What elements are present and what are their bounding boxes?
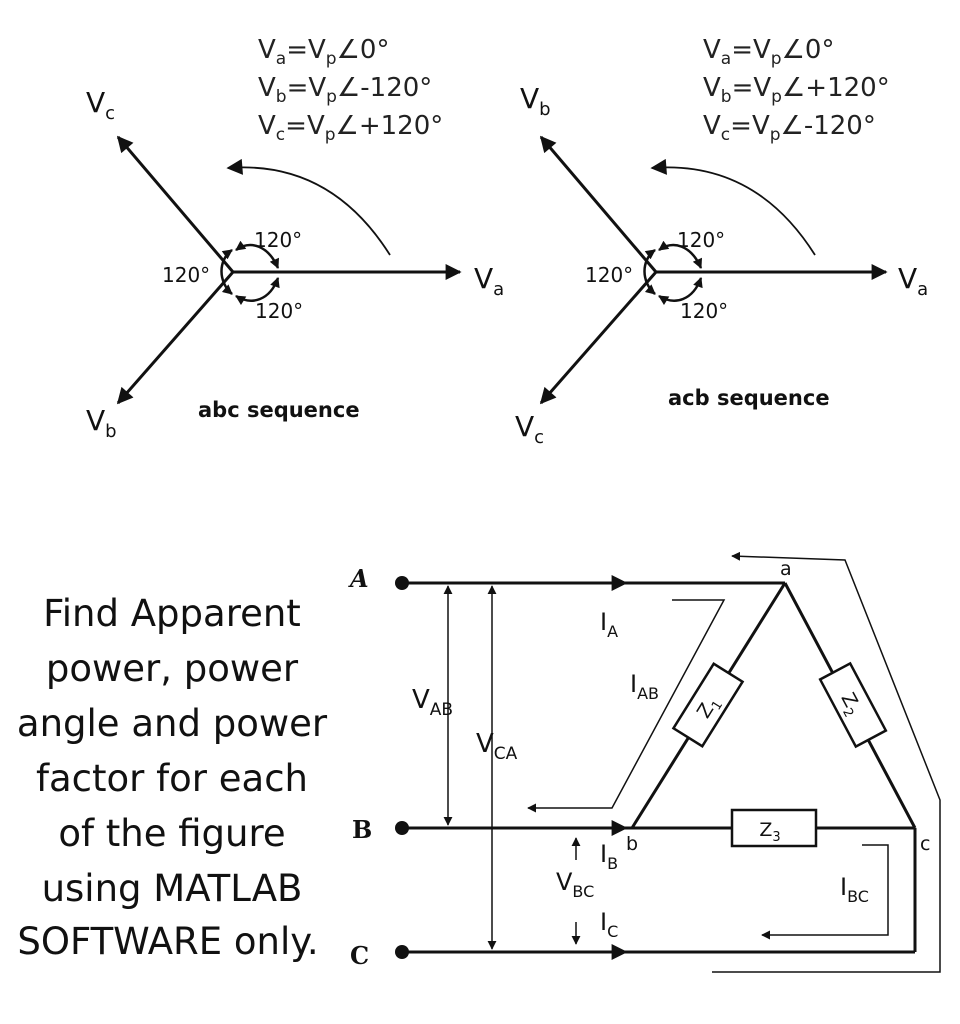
impedance-z2: Z2 [818, 661, 888, 749]
node-label-B: B [352, 815, 372, 844]
label-ic: IC [600, 908, 618, 941]
acb-angle-label-left: 120° [585, 263, 633, 287]
impedance-z3-label: Z3 [759, 819, 780, 845]
abc-label-va: Va [474, 262, 504, 300]
acb-label-vb: Vb [520, 82, 551, 120]
abc-angle-arc-left [220, 248, 233, 295]
label-vca: VCA [476, 729, 518, 764]
impedance-z1: Z1 [671, 662, 745, 748]
abc-equation-va: Va=Vp∠0° [258, 35, 389, 69]
question-line-4: factor for each [36, 757, 308, 800]
acb-angle-label-top: 120° [677, 228, 725, 252]
question-line-6: using MATLAB [42, 867, 303, 910]
impedance-z3: Z3 [730, 808, 818, 848]
label-iab: IAB [630, 670, 659, 703]
phasor-diagram-abc: Va=Vp∠0° Vb=Vp∠-120° Vc=Vp∠+120° 120° 12… [86, 35, 504, 442]
acb-sequence-label: acb sequence [668, 386, 830, 410]
acb-angle-arc-bottom [658, 277, 703, 306]
node-label-C: C [350, 941, 369, 970]
question-text: Find Apparent power, power angle and pow… [17, 592, 328, 963]
label-ia: IA [600, 608, 618, 641]
abc-equation-vb: Vb=Vp∠-120° [258, 73, 432, 107]
acb-label-vc: Vc [515, 410, 544, 448]
question-line-3: angle and power [17, 702, 328, 745]
acb-equation-vb: Vb=Vp∠+120° [703, 73, 890, 107]
abc-rotation-arrow [226, 158, 391, 256]
abc-angle-arc-bottom [235, 277, 280, 306]
abc-equation-vc: Vc=Vp∠+120° [258, 111, 443, 145]
abc-angle-label-left: 120° [162, 263, 210, 287]
abc-label-vc: Vc [86, 86, 115, 124]
terminal-b [395, 821, 409, 835]
acb-equation-vc: Vc=Vp∠-120° [703, 111, 876, 145]
acb-equation-va: Va=Vp∠0° [703, 35, 834, 69]
delta-circuit: A B C Z1 Z2 Z3 a b c VAB VC [348, 551, 941, 973]
label-vab: VAB [412, 685, 453, 720]
acb-label-va: Va [898, 262, 928, 300]
current-path-iab [527, 599, 726, 813]
abc-phasor-vc-arrow [116, 135, 235, 273]
label-ibc: IBC [840, 873, 869, 906]
acb-angle-label-bottom: 120° [680, 299, 728, 323]
node-label-A: A [348, 564, 369, 593]
abc-angle-label-top: 120° [254, 228, 302, 252]
label-ib: IB [600, 840, 618, 873]
question-line-5: of the figure [58, 812, 285, 855]
terminal-c [395, 945, 409, 959]
node-label-c: c [920, 833, 930, 855]
abc-phasor-vb-arrow [116, 271, 235, 405]
acb-angle-arc-top [658, 240, 703, 269]
acb-phasor-vc-arrow [539, 271, 658, 405]
acb-phasor-vb-arrow [539, 135, 658, 273]
acb-angle-arc-left [643, 248, 656, 295]
acb-rotation-arrow [650, 158, 816, 256]
phasor-diagram-acb: Va=Vp∠0° Vb=Vp∠+120° Vc=Vp∠-120° 120° 12… [515, 35, 928, 448]
abc-label-vb: Vb [86, 404, 117, 442]
question-line-7: SOFTWARE only. [17, 920, 318, 963]
question-line-1: Find Apparent [43, 592, 301, 635]
terminal-a [395, 576, 409, 590]
label-vbc: VBC [556, 868, 594, 901]
current-path-ibc [761, 844, 889, 940]
question-line-2: power, power [46, 647, 299, 690]
node-label-a: a [780, 558, 792, 580]
abc-angle-label-bottom: 120° [255, 299, 303, 323]
abc-sequence-label: abc sequence [198, 398, 360, 422]
current-path-ica [712, 551, 941, 973]
node-label-b: b [626, 833, 638, 855]
abc-angle-arc-top [235, 240, 280, 269]
